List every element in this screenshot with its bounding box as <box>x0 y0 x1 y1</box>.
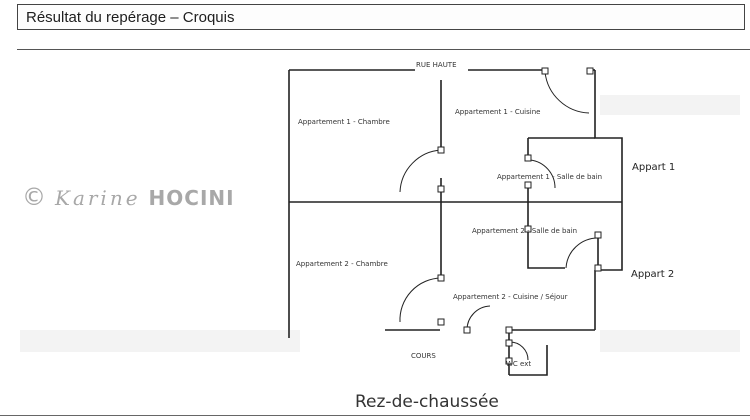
wall-sdb2 <box>527 202 565 269</box>
wall-wc <box>509 345 548 376</box>
hinge-nodes <box>437 67 602 365</box>
watermark-name: HOCINI <box>148 186 235 210</box>
appart-2-label: Appart 2 <box>631 269 674 280</box>
bottom-divider <box>0 415 750 416</box>
door-sdb-1 <box>529 159 556 189</box>
street-label: RUE HAUTE <box>416 61 457 69</box>
copyright-watermark: © Karine HOCINI <box>22 183 235 211</box>
hinge-node <box>437 318 445 326</box>
page-title: Résultat du repérage – Croquis <box>26 9 235 26</box>
door-chambre-1 <box>399 149 442 193</box>
room-label-wc: WC ext <box>506 360 531 368</box>
hinge-node <box>524 225 532 233</box>
courtyard-label: COURS <box>411 352 436 360</box>
room-label-a1-chambre: Appartement 1 - Chambre <box>298 118 390 126</box>
hinge-node <box>594 231 602 239</box>
door-sdb-2 <box>565 237 599 269</box>
hinge-node <box>586 67 594 75</box>
scan-noise <box>600 330 740 352</box>
hinge-node <box>437 146 445 154</box>
hinge-node <box>524 181 532 189</box>
door-wc <box>509 341 529 361</box>
hinge-node <box>505 339 513 347</box>
room-label-a2-cuisine: Appartement 2 - Cuisine / Séjour <box>453 293 568 301</box>
hinge-node <box>505 357 513 365</box>
appart-1-label: Appart 1 <box>632 162 675 173</box>
room-label-a2-sdb: Appartement 2 - Salle de bain <box>472 227 577 235</box>
room-label-a1-cuisine: Appartement 1 - Cuisine <box>455 108 540 116</box>
hinge-node <box>437 185 445 193</box>
room-label-a1-sdb: Appartement 1 - Salle de bain <box>497 173 602 181</box>
door-chambre-2 <box>399 277 442 323</box>
copyright-icon: © <box>22 183 47 211</box>
scan-noise <box>600 95 740 115</box>
hinge-node <box>541 67 549 75</box>
hinge-node <box>437 274 445 282</box>
room-label-a2-chambre: Appartement 2 - Chambre <box>296 260 388 268</box>
hinge-node <box>524 154 532 162</box>
hinge-node <box>594 264 602 272</box>
hinge-node <box>463 326 471 334</box>
floor-label: Rez-de-chaussée <box>355 392 499 412</box>
hinge-node <box>505 326 513 334</box>
wall-right <box>594 70 623 271</box>
top-divider <box>17 49 750 50</box>
watermark-script: Karine <box>55 186 141 210</box>
scan-noise <box>20 330 300 352</box>
door-cuisine-1 <box>544 71 590 114</box>
title-box: Résultat du repérage – Croquis <box>17 4 745 30</box>
door-cuisine-2 <box>466 305 491 331</box>
